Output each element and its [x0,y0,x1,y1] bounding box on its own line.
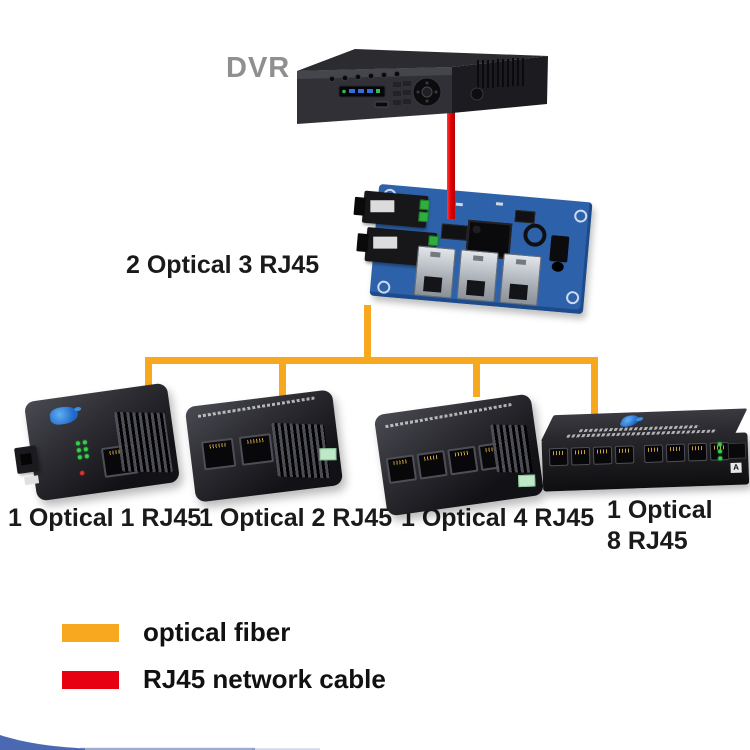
legend-label-optical-fiber: optical fiber [143,617,291,647]
ic-chip [514,209,536,224]
rj45-ports [200,433,275,471]
screw-hole [376,280,391,295]
rj45-port [456,249,499,303]
rj45-ports [385,441,510,484]
fiber-switch-8port: A [540,408,750,495]
rj45-port [570,446,591,466]
qc-sticker [518,474,536,488]
dc-power-jack [549,235,570,263]
media-converter-4 [373,393,545,517]
connector-label [24,475,40,486]
power-led [79,470,85,476]
device-4-label-line1: 1 Optical [607,496,713,524]
optical-fiber-drop-2 [279,357,286,399]
optical-fiber-drop-3 [473,357,480,397]
rj45-port [385,454,418,484]
screw-hole [573,209,588,224]
rj45-port [548,447,569,467]
inductor [522,222,548,248]
vent-grille [113,412,173,473]
rj45-port [614,445,635,465]
rj45-port [687,442,708,462]
brand-logo [618,415,642,427]
hub-pcb-board [353,183,593,315]
rj45-port [447,445,479,476]
rj45-port [200,437,237,471]
device-1-label: 1 Optical 1 RJ45 [8,504,202,532]
optical-fiber-stem [364,305,371,362]
status-leds [717,442,723,461]
rj45-port [499,252,542,307]
dvr-label: DVR [226,52,291,84]
corner-swoosh-decoration [0,735,320,750]
screw-hole [565,290,580,305]
dvr-front-buttons [328,70,401,83]
sc-optical-port [727,442,747,460]
optical-fiber-bus [145,357,598,364]
vent-grille [490,424,534,473]
optical-transceiver-module [353,190,431,229]
optical-fiber-drop-4 [591,357,598,417]
rj45-port [238,433,275,466]
dvr-device [297,49,548,124]
status-leds [75,440,90,460]
hub-rj45-ports [413,245,542,307]
top-print [197,396,315,418]
rj45-port [413,245,456,299]
optical-port-label: A [730,462,742,474]
device-2-label: 1 Optical 2 RJ45 [199,504,393,532]
rj45-port [416,450,448,480]
ic-chip [440,223,468,241]
legend-swatch-optical-fiber [62,624,119,642]
media-converter-2 [184,389,344,503]
hub-label: 2 Optical 3 RJ45 [126,251,320,279]
dvr-side-knob [470,87,484,101]
sc-optical-connector [14,445,40,475]
legend-label-rj45-cable: RJ45 network cable [143,664,386,694]
dvr-top-face [297,49,548,71]
optical-fiber-drop-1 [145,357,152,402]
legend-swatch-rj45-cable [62,671,119,689]
brand-logo [48,405,79,426]
dvr-side-vents [477,58,524,88]
qc-sticker [319,448,337,461]
dvr-small-buttons [393,81,411,105]
rj45-cable-dvr-to-hub [447,109,455,219]
rj45-port [665,443,686,463]
device-4-label-line2: 8 RJ45 [607,527,688,555]
dvr-usb-port [374,101,389,108]
media-converter-1 [14,382,181,502]
rj45-port [643,444,664,464]
rj45-port [592,446,613,465]
